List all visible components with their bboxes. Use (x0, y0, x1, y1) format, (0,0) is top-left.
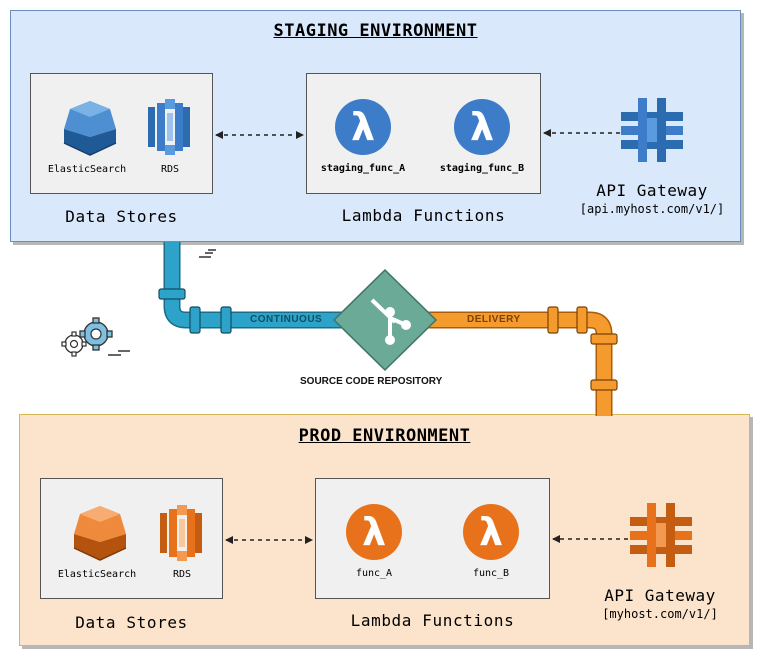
staging-func-b-label: staging_func_B (439, 163, 525, 174)
lambda-icon: λ (335, 99, 391, 155)
elasticsearch-icon (73, 506, 127, 561)
prod-api-gateway-url: [myhost.com/v1/] (602, 607, 718, 621)
delivery-label: DELIVERY (467, 314, 521, 325)
staging-lambda-label: Lambda Functions (341, 206, 506, 225)
staging-data-stores-label: Data Stores (65, 207, 178, 226)
staging-api-gateway-url: [api.myhost.com/v1/] (579, 202, 725, 216)
source-code-repository-label: SOURCE CODE REPOSITORY (300, 376, 443, 387)
continuous-label: CONTINUOUS (250, 314, 323, 325)
staging-api-gateway-title: API Gateway (596, 181, 708, 200)
prod-title: PROD ENVIRONMENT (298, 426, 471, 446)
api-gateway-icon (621, 98, 683, 162)
svg-text:λ: λ (351, 105, 375, 149)
pipe-joint (547, 306, 559, 334)
prod-elasticsearch-label: ElasticSearch (57, 569, 137, 580)
pipe-joint (590, 379, 618, 391)
elasticsearch-icon (63, 101, 117, 156)
prod-func-b-label: func_B (472, 568, 510, 579)
staging-elasticsearch-label: ElasticSearch (47, 164, 127, 175)
staging-func-a-label: staging_func_A (320, 163, 406, 174)
rds-icon (160, 505, 202, 561)
svg-text:λ: λ (470, 105, 494, 149)
rds-icon (148, 99, 190, 155)
lambda-icon: λ (346, 504, 402, 560)
lambda-icon: λ (463, 504, 519, 560)
prod-lambda-label: Lambda Functions (350, 611, 515, 630)
prod-api-gateway-title: API Gateway (604, 586, 716, 605)
pipe-joint (220, 306, 232, 334)
gears-icon (61, 317, 113, 357)
git-icon (332, 268, 438, 372)
prod-rds-label: RDS (172, 569, 192, 580)
staging-title: STAGING ENVIRONMENT (273, 21, 478, 41)
pipe-joint (576, 306, 588, 334)
pipe-joint (590, 333, 618, 345)
pipe-joint (189, 306, 201, 334)
lambda-icon: λ (454, 99, 510, 155)
api-gateway-icon (630, 503, 692, 567)
staging-rds-label: RDS (160, 164, 180, 175)
motion-dashes (108, 249, 216, 356)
svg-text:λ: λ (362, 510, 386, 554)
svg-text:λ: λ (479, 510, 503, 554)
prod-func-a-label: func_A (355, 568, 393, 579)
staging-api-gateway-label: API Gateway [api.myhost.com/v1/] (570, 181, 734, 216)
prod-data-stores-label: Data Stores (75, 613, 188, 632)
prod-api-gateway-label: API Gateway [myhost.com/v1/] (578, 586, 742, 621)
pipe-joint (158, 288, 186, 300)
